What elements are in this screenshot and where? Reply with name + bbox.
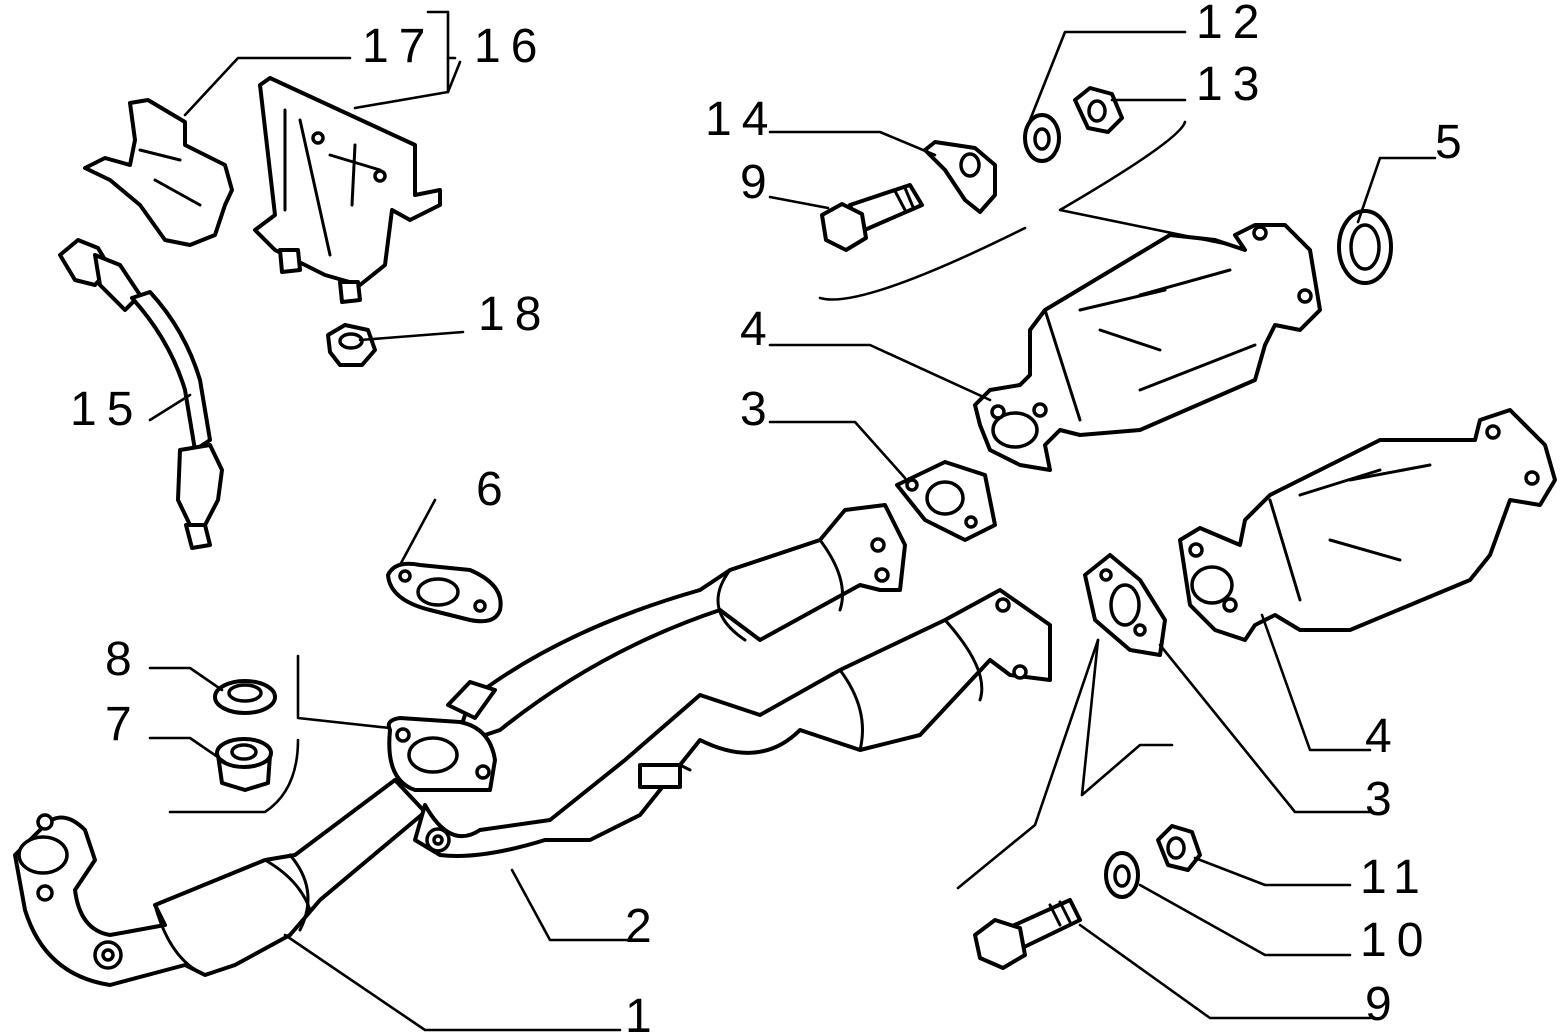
part-3-gasket-lower — [1083, 553, 1167, 657]
part-4-catalyst-lower — [1178, 408, 1557, 642]
callout-5: 5 — [1435, 116, 1472, 169]
part-10-washer — [1104, 851, 1140, 899]
callout-15: 15 — [70, 383, 143, 436]
part-8-washer — [213, 679, 277, 715]
callout-4-lower: 4 — [1365, 710, 1402, 763]
callout-17: 17 — [362, 20, 435, 73]
callout-3-upper: 3 — [740, 383, 777, 436]
callout-13: 13 — [1196, 58, 1269, 111]
part-7-nut — [215, 737, 273, 792]
part-4-catalyst-upper — [973, 223, 1322, 472]
part-15-lambda-sensor — [58, 238, 224, 550]
part-1-front-pipe — [13, 778, 427, 987]
callout-6: 6 — [476, 463, 513, 516]
callout-12: 12 — [1196, 0, 1269, 49]
callout-9-upper: 9 — [740, 156, 777, 209]
callout-10: 10 — [1360, 914, 1433, 967]
callout-4-upper: 4 — [740, 303, 777, 356]
callout-2: 2 — [625, 900, 662, 953]
part-9-bolt-upper — [820, 183, 924, 252]
part-3-gasket-upper — [895, 460, 997, 542]
part-16-heat-shield — [253, 76, 442, 304]
callout-16: 16 — [474, 20, 547, 73]
callout-3-lower: 3 — [1365, 773, 1402, 826]
part-5-sealing-ring — [1337, 209, 1393, 285]
part-13-nut — [1073, 86, 1124, 134]
callout-14: 14 — [705, 93, 778, 146]
part-9-bolt-lower — [973, 898, 1082, 970]
part-11-nut — [1156, 824, 1202, 872]
callout-labels: 17 16 18 15 12 13 14 9 5 4 3 6 8 7 4 3 1… — [70, 0, 1472, 1036]
callout-7: 7 — [105, 698, 142, 751]
part-12-washer — [1023, 113, 1061, 163]
part-2-y-pipe — [386, 503, 1052, 858]
leader-lines — [148, 10, 1437, 1032]
callout-1: 1 — [625, 990, 662, 1036]
part-14-bracket — [923, 140, 997, 214]
callout-9-lower: 9 — [1365, 978, 1402, 1031]
part-6-gasket — [386, 561, 503, 624]
callout-18: 18 — [478, 288, 551, 341]
callout-8: 8 — [105, 633, 142, 686]
part-18-nut — [326, 323, 377, 367]
callout-11: 11 — [1360, 851, 1430, 904]
part-17-clip — [83, 98, 234, 247]
